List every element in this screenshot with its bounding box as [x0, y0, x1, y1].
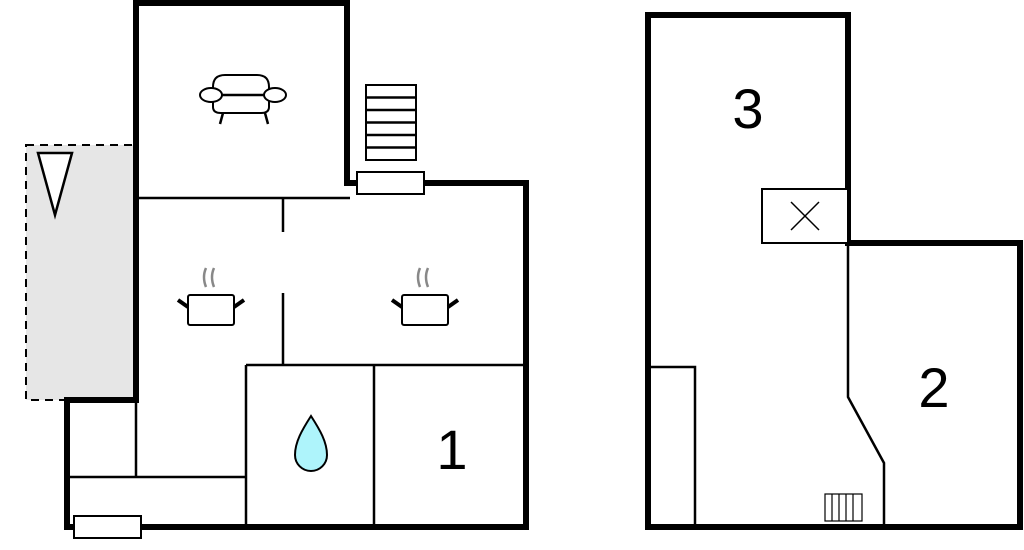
chimney-icon — [761, 188, 849, 244]
staircase-icon — [365, 84, 417, 161]
sofa-icon — [199, 74, 287, 125]
window — [356, 171, 425, 195]
terrace — [25, 144, 137, 401]
outer-wall — [64, 0, 529, 530]
room-label-3: 3 — [732, 77, 763, 140]
cooking-pot-icon — [390, 267, 460, 326]
wall — [846, 243, 886, 527]
wall — [648, 365, 697, 527]
upper-floor: 3 2 — [645, 12, 1023, 530]
cooking-pot-icon — [176, 267, 246, 326]
radiator-icon — [824, 493, 863, 522]
outer-wall — [645, 12, 1023, 530]
water-drop-icon — [293, 414, 329, 472]
room-label-1: 1 — [436, 418, 467, 481]
ground-floor: 1 — [25, 0, 529, 539]
room-label-2: 2 — [918, 356, 949, 419]
window — [73, 515, 142, 539]
terrace-umbrella-icon — [36, 151, 74, 220]
